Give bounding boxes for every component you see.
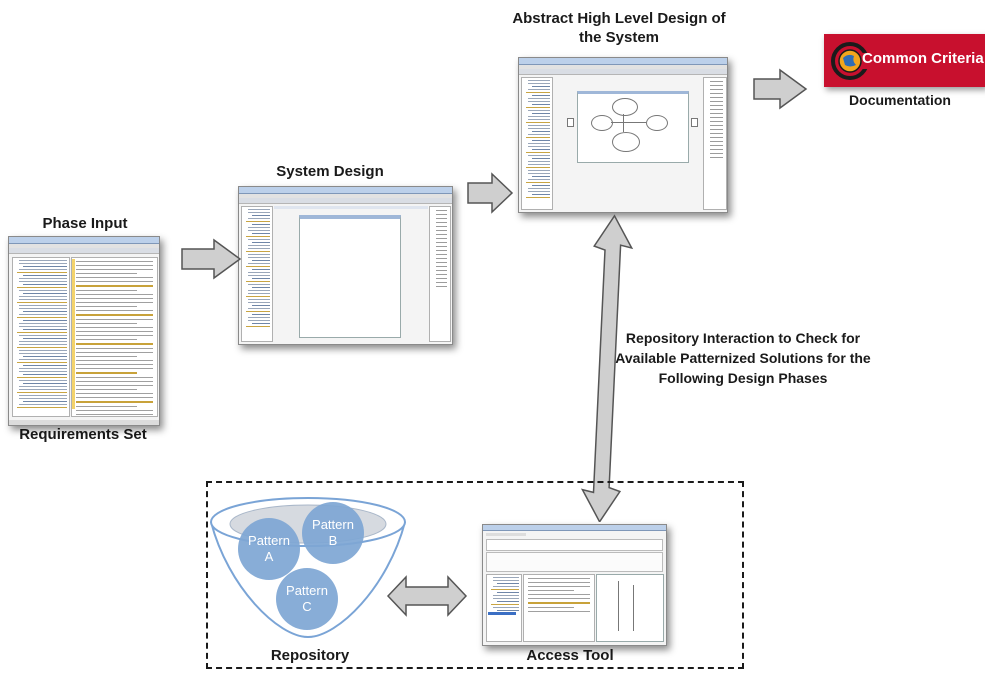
documentation-label: Documentation bbox=[849, 92, 951, 108]
arrow-input-to-design bbox=[181, 238, 242, 280]
system-design-screenshot bbox=[238, 186, 453, 345]
abstract-design-screenshot bbox=[518, 57, 728, 213]
list-selection bbox=[488, 612, 516, 615]
requirements-set-label: Requirements Set bbox=[19, 426, 147, 443]
system-design-label: System Design bbox=[276, 163, 384, 180]
arrow-abstract-to-documentation bbox=[753, 68, 808, 110]
access-tool-screenshot bbox=[482, 524, 667, 646]
repository-interaction-note: Repository Interaction to Check for Avai… bbox=[615, 330, 871, 386]
common-criteria-text: Common Criteria bbox=[862, 50, 984, 67]
repository-label: Repository bbox=[270, 647, 350, 664]
abstract-design-title: Abstract High Level Design of the System bbox=[512, 10, 726, 46]
common-criteria-banner: Common Criteria bbox=[824, 34, 985, 87]
arrow-repository-to-tool bbox=[386, 575, 468, 617]
common-criteria-logo-icon bbox=[831, 42, 870, 80]
repository-group-box bbox=[206, 481, 744, 669]
access-tool-label: Access Tool bbox=[526, 647, 614, 664]
phase-input-label: Phase Input bbox=[42, 215, 128, 232]
arrow-design-to-abstract bbox=[467, 172, 514, 214]
requirements-set-screenshot bbox=[8, 236, 160, 426]
arrow-repository-interaction bbox=[580, 214, 634, 522]
